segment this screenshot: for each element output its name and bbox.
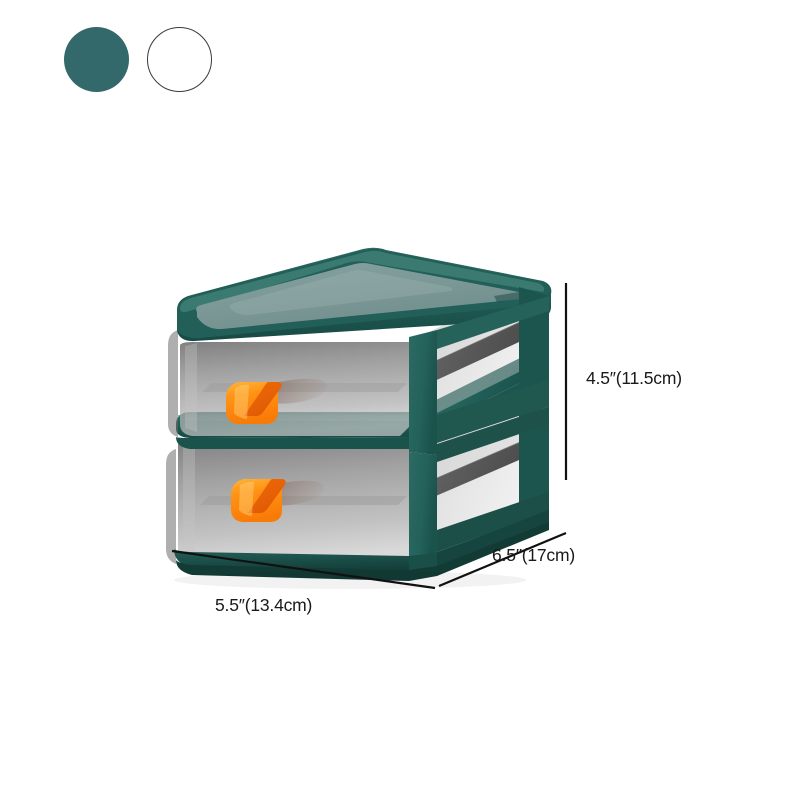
divider-lower-lip bbox=[176, 437, 412, 449]
base-side bbox=[437, 510, 549, 568]
lower-drawer-bottom-plate bbox=[415, 442, 519, 505]
right-upper-rail bbox=[437, 296, 549, 349]
dimension-lines bbox=[171, 283, 568, 590]
front-right-post bbox=[409, 330, 437, 455]
depth-dimension-line bbox=[438, 531, 567, 588]
upper-handle-scoop bbox=[244, 382, 282, 417]
top-lid-inner-panel bbox=[196, 263, 524, 330]
upper-handle-highlight bbox=[234, 384, 249, 419]
top-lid bbox=[177, 247, 552, 342]
right-side-frame bbox=[409, 287, 549, 568]
right-middle-rail-2 bbox=[437, 407, 549, 462]
base-bottom-edge bbox=[176, 522, 549, 581]
upper-drawer-glass-highlight bbox=[185, 343, 197, 432]
left-edge-upper bbox=[168, 330, 178, 437]
right-lower-rail bbox=[437, 492, 549, 552]
lower-drawer-handle[interactable] bbox=[231, 479, 286, 522]
depth-dimension-label: 6.5″(17cm) bbox=[492, 545, 575, 565]
upper-drawer-handle[interactable] bbox=[226, 382, 282, 424]
height-dimension-label: 4.5″(11.5cm) bbox=[586, 368, 682, 388]
upper-drawer-bottom-plate bbox=[415, 322, 519, 390]
color-swatch-group bbox=[64, 27, 212, 92]
front-right-post-lower bbox=[409, 452, 437, 568]
top-lid-sheen bbox=[229, 270, 453, 316]
color-swatch-white[interactable] bbox=[147, 27, 212, 92]
top-lid-right-shade bbox=[494, 292, 524, 302]
lower-handle-highlight bbox=[239, 481, 254, 516]
rear-right-post-lower bbox=[519, 406, 549, 510]
lower-drawer-glass-highlight bbox=[183, 441, 195, 561]
base-foot bbox=[174, 510, 549, 581]
color-swatch-teal-green[interactable] bbox=[64, 27, 129, 92]
right-middle-rail bbox=[437, 380, 549, 443]
width-dimension-line bbox=[171, 549, 436, 590]
width-dimension-label: 5.5″(13.4cm) bbox=[215, 595, 313, 615]
lower-handle-scoop bbox=[248, 479, 286, 514]
left-edge-lower bbox=[166, 449, 176, 564]
contact-shadow bbox=[174, 571, 526, 589]
